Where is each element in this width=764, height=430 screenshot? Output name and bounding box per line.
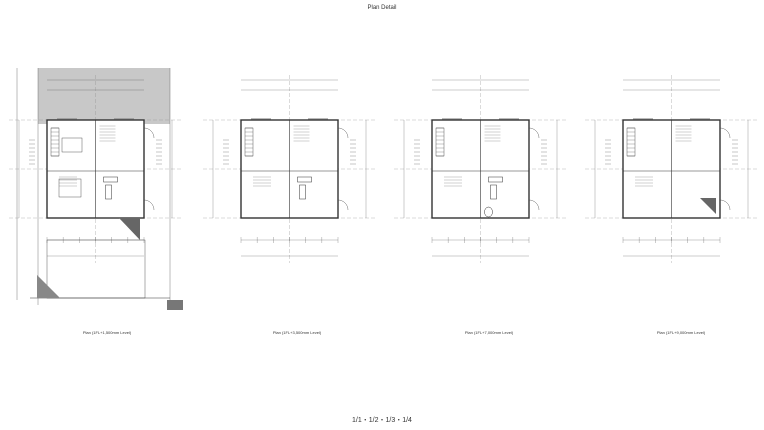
door-swing bbox=[528, 127, 540, 139]
door-swing bbox=[143, 127, 155, 139]
stair bbox=[435, 127, 445, 157]
dining-table bbox=[61, 137, 83, 153]
sink-counter bbox=[488, 176, 503, 183]
north-marker bbox=[167, 300, 183, 310]
stair bbox=[626, 127, 636, 157]
door-swing bbox=[337, 199, 349, 211]
floor-plan-1 bbox=[9, 68, 183, 310]
door-swing bbox=[719, 127, 731, 139]
toilet bbox=[484, 206, 493, 218]
page-indicator: 1/1・1/2・1/3・1/4 bbox=[352, 417, 412, 424]
void-hatch bbox=[700, 198, 716, 214]
entrance-hatch bbox=[119, 218, 140, 240]
floor-plan-2 bbox=[203, 75, 376, 263]
floor-plan-4 bbox=[585, 75, 758, 263]
floor-plan-3 bbox=[394, 75, 567, 263]
door-swing bbox=[143, 199, 155, 211]
plan-caption-1: Plan (1FL+1,500mm Level) bbox=[82, 330, 132, 335]
sofa bbox=[58, 178, 82, 198]
bathtub bbox=[299, 184, 306, 200]
plan-caption-4: Plan (1FL+9,000mm Level) bbox=[656, 330, 706, 335]
door-swing bbox=[337, 127, 349, 139]
sheet-title: Plan Detail bbox=[367, 5, 397, 11]
sink-counter bbox=[103, 176, 118, 183]
plan-caption-3: Plan (1FL+7,000mm Level) bbox=[464, 330, 514, 335]
site-shading bbox=[38, 68, 170, 124]
bathtub bbox=[105, 184, 112, 200]
sink-counter bbox=[297, 176, 312, 183]
hatched-area bbox=[37, 275, 60, 298]
garden bbox=[46, 239, 146, 299]
door-swing bbox=[528, 199, 540, 211]
bathtub bbox=[490, 184, 497, 200]
stair bbox=[244, 127, 254, 157]
plan-caption-2: Plan (1FL+3,500mm Level) bbox=[272, 330, 322, 335]
stair bbox=[50, 127, 60, 157]
door-swing bbox=[719, 199, 731, 211]
